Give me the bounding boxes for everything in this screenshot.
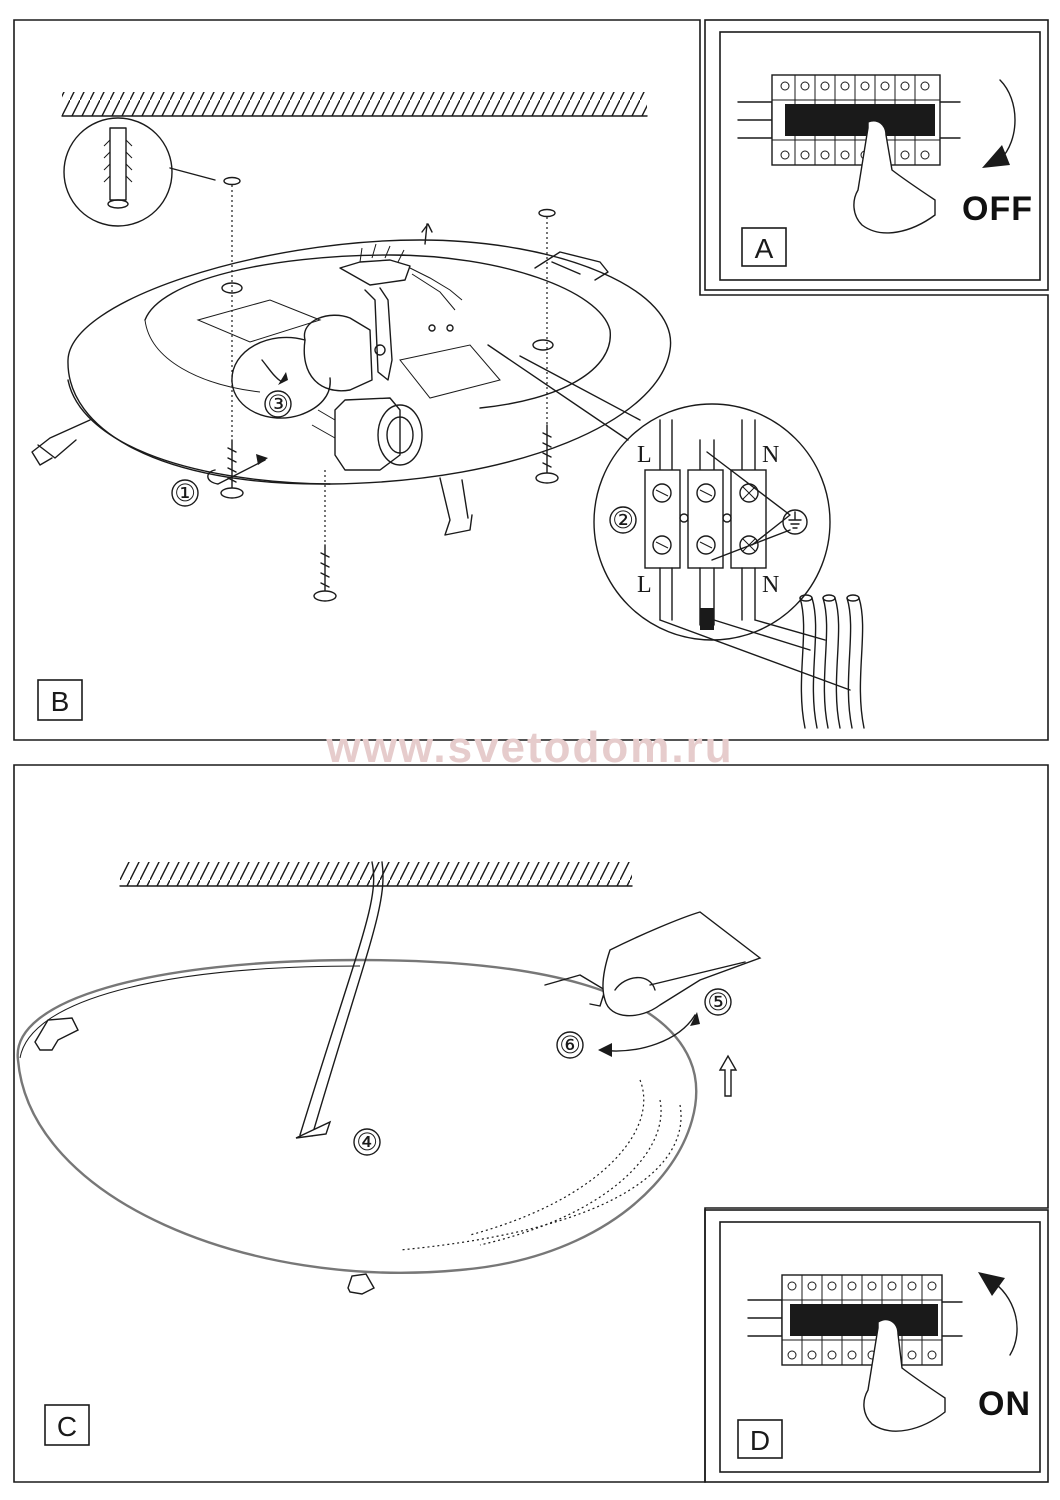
panel-a-label: A <box>755 233 774 264</box>
ceiling-hatch <box>62 92 647 116</box>
terminal-n-bottom: N <box>762 572 779 598</box>
wall-plug-detail <box>63 117 216 227</box>
panel-c: ④ ⑤ ⑥ C <box>13 764 1049 1483</box>
step-1-label: ① <box>174 479 196 507</box>
step-4-label: ④ <box>356 1128 378 1156</box>
terminal-n-top: N <box>762 442 779 468</box>
terminal-l-bottom: L <box>637 572 652 598</box>
off-label: OFF <box>962 190 1033 228</box>
hand-clip-detail <box>544 911 762 1017</box>
watermark: www.svetodom.ru <box>325 723 733 772</box>
terminal-block-detail: L N L N <box>593 403 851 691</box>
panel-d-label: D <box>750 1425 770 1456</box>
supply-cables <box>799 594 865 729</box>
on-label: ON <box>978 1385 1031 1423</box>
breaker-panel-off <box>737 74 961 166</box>
step-5-label: ⑤ <box>707 988 729 1016</box>
breaker-panel-on <box>747 1274 963 1366</box>
mounting-base <box>31 223 672 536</box>
panel-a: OFF A <box>704 19 1049 291</box>
terminal-l-top: L <box>637 442 652 468</box>
screws <box>220 424 559 602</box>
panel-b-label-box <box>37 679 83 721</box>
bulb-socket-assembly <box>231 243 463 471</box>
step-3-label: ③ <box>267 390 289 418</box>
hand-icon-off <box>853 120 936 234</box>
panel-c-label: C <box>57 1411 77 1442</box>
panel-c-label-box <box>44 1404 90 1446</box>
panel-b: ③ ① <box>13 19 1049 741</box>
step-2-label: ② <box>612 506 634 534</box>
panel-d-label-box <box>737 1419 783 1459</box>
hand-icon-on <box>863 1318 946 1432</box>
panel-a-label-box <box>741 227 787 267</box>
glass-diffuser <box>16 958 698 1295</box>
panel-b-label: B <box>51 686 70 717</box>
ceiling-hatch-c <box>120 862 632 886</box>
step-6-label: ⑥ <box>559 1031 581 1059</box>
panel-d: ON D <box>704 1209 1049 1483</box>
